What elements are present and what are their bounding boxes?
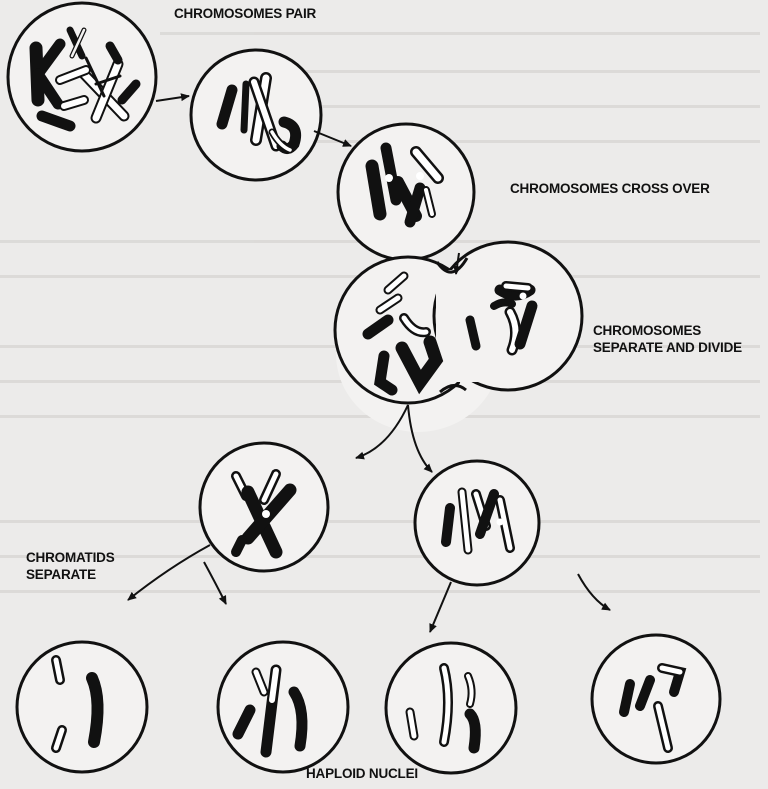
cell-daughter-left xyxy=(198,441,330,573)
label-haploid-nuclei: HAPLOID NUCLEI xyxy=(306,766,418,781)
label-chromosomes-pair: CHROMOSOMES PAIR xyxy=(174,6,317,21)
arrow-6-to-h4 xyxy=(577,573,611,611)
arrow-1-to-2 xyxy=(155,93,190,102)
label-chromatids-line1: CHROMATIDS xyxy=(26,550,115,565)
cell-paired xyxy=(189,48,323,182)
arrow-5-to-h1 xyxy=(127,544,211,601)
haploid-nucleus-4 xyxy=(590,633,722,765)
chromosome-cluster xyxy=(29,26,141,132)
arrow-4-to-5 xyxy=(355,404,409,460)
cell-dividing xyxy=(333,240,584,432)
arrow-3-to-4 xyxy=(453,252,462,275)
label-chromosomes-separate-line2: SEPARATE AND DIVIDE xyxy=(593,340,742,355)
arrow-5-to-h2 xyxy=(203,561,227,605)
arrow-4-to-6 xyxy=(407,404,433,473)
cell-crossover xyxy=(336,122,476,262)
label-chromosomes-separate-line1: CHROMOSOMES xyxy=(593,323,702,338)
flow-arrows xyxy=(127,93,611,633)
haploid-nucleus-2 xyxy=(216,640,350,774)
haploid-nucleus-1 xyxy=(15,640,149,774)
label-chromosomes-cross-over: CHROMOSOMES CROSS OVER xyxy=(510,181,710,196)
haploid-nucleus-3 xyxy=(384,641,518,775)
label-chromatids-line2: SEPARATE xyxy=(26,567,96,582)
cell-daughter-right xyxy=(413,459,541,587)
cell-initial xyxy=(6,1,158,153)
arrow-6-to-h3 xyxy=(429,581,452,633)
arrow-2-to-3 xyxy=(313,130,352,147)
